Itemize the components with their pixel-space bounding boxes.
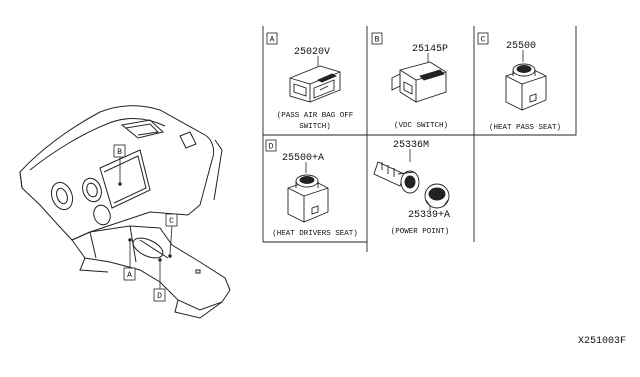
panel-C-caption-line-1: (HEAT PASS SEAT) [489, 124, 561, 132]
callout-leaders [118, 157, 173, 289]
callout-B: B [113, 144, 126, 158]
panel-D-part-number: 25500+A [282, 153, 324, 164]
callout-D: D [153, 288, 166, 302]
panel-A-letter: A [270, 36, 275, 45]
panel-B-caption-line-1: (VDC SWITCH) [394, 122, 448, 130]
panel-B-part-number: 25145P [412, 44, 448, 55]
diagram-code: X251003F [578, 336, 626, 347]
callout-D-label: D [157, 292, 162, 301]
panel-A: A 25020V (PASS AIR BAG OFF SWITCH) [266, 32, 354, 131]
callout-C: C [165, 213, 178, 227]
panel-B: B 25145P (VDC SWITCH) [371, 32, 448, 130]
callout-A-label: A [127, 271, 132, 280]
power-point-cap-drawing [424, 183, 450, 209]
pass-airbag-switch-drawing [289, 65, 341, 103]
panel-D-caption-line-1: (HEAT DRIVERS SEAT) [272, 230, 358, 238]
power-point-socket-drawing [373, 161, 420, 194]
panel-C-part-number: 25500 [506, 41, 536, 52]
panel-A-caption-line-2: SWITCH) [299, 123, 331, 131]
panel-D-letter: D [269, 143, 274, 152]
panel-A-part-number: 25020V [294, 47, 330, 58]
callout-A: A [123, 267, 136, 281]
callout-C-label: C [169, 217, 174, 226]
power-point-part-number-1: 25336M [393, 140, 429, 151]
power-point-part-number-2: 25339+A [408, 210, 450, 221]
heat-pass-seat-switch-drawing [505, 63, 547, 111]
panel-B-letter: B [375, 36, 380, 45]
panel-C-letter: C [481, 36, 486, 45]
panel-D: D 25500+A (HEAT DRIVERS SEAT) [265, 139, 358, 238]
panel-C: C 25500 (HEAT PASS SEAT) [477, 32, 561, 132]
callout-B-label: B [117, 148, 122, 157]
parts-grid [262, 26, 577, 252]
vdc-switch-drawing [391, 61, 447, 103]
panel-A-caption-line-1: (PASS AIR BAG OFF [277, 112, 354, 120]
dashboard-illustration [19, 105, 231, 319]
power-point-caption-line-1: (POWER POINT) [391, 228, 450, 236]
panel-power-point: 25336M 25339+A (POWER POINT) [373, 140, 450, 236]
heat-drivers-seat-switch-drawing [287, 174, 329, 223]
